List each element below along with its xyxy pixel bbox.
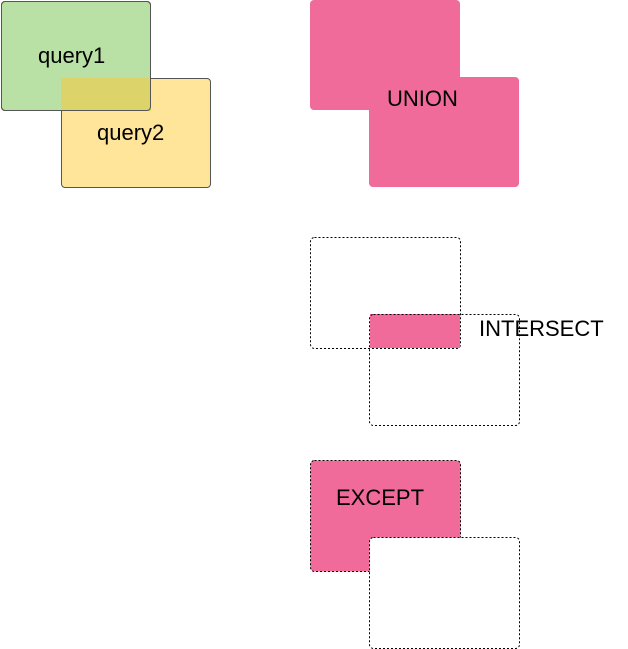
except-label: EXCEPT: [336, 485, 425, 510]
intersect-query2-outline: [369, 314, 520, 426]
union-label: UNION: [387, 86, 458, 111]
intersect-highlight-region: [370, 314, 460, 348]
query2-label: query2: [97, 120, 165, 145]
except-query2-outline: [369, 537, 520, 649]
intersect-label: INTERSECT: [479, 316, 604, 341]
union-query2-shape: [369, 77, 519, 187]
intersect-query1-outline: [310, 237, 461, 349]
query1-label: query1: [38, 43, 106, 68]
query-overlap-region: [61, 78, 151, 111]
query1-outline: [1, 1, 151, 111]
